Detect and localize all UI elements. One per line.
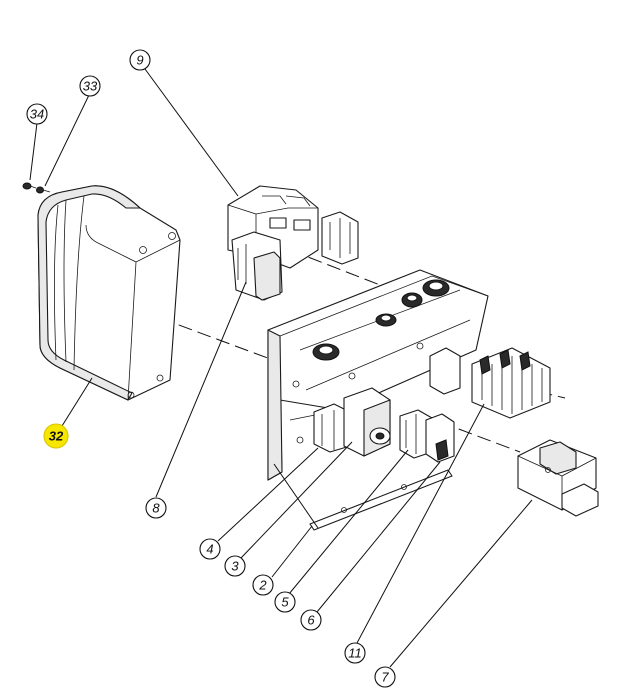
callout-33[interactable]: 33 xyxy=(79,75,101,97)
bracket-strip-part[interactable] xyxy=(309,469,453,531)
enclosure-cover-part[interactable] xyxy=(37,185,181,401)
callout-8[interactable]: 8 xyxy=(145,497,167,519)
power-transformer-part[interactable] xyxy=(517,439,599,517)
callout-label: 2 xyxy=(258,578,267,593)
callout-11[interactable]: 11 xyxy=(344,642,366,664)
callout-3[interactable]: 3 xyxy=(224,555,246,577)
callout-9[interactable]: 9 xyxy=(129,49,151,71)
callout-label: 34 xyxy=(30,107,44,122)
callout-label: 5 xyxy=(281,595,289,610)
callout-label: 33 xyxy=(83,79,98,94)
callout-4[interactable]: 4 xyxy=(199,538,221,560)
callout-label: 11 xyxy=(348,646,362,661)
callout-label: 8 xyxy=(152,501,160,516)
fuse-holder-part[interactable] xyxy=(425,413,455,463)
callout-5[interactable]: 5 xyxy=(274,591,296,613)
callout-label: 32 xyxy=(49,429,64,444)
transformer-module-part[interactable] xyxy=(343,387,391,457)
callout-2[interactable]: 2 xyxy=(252,574,274,596)
terminal-strip-part[interactable] xyxy=(429,347,551,419)
callout-label: 3 xyxy=(231,559,239,574)
callout-7[interactable]: 7 xyxy=(374,666,396,688)
callout-6[interactable]: 6 xyxy=(300,609,322,631)
callout-label: 4 xyxy=(206,542,213,557)
leader-lines xyxy=(29,68,533,668)
callout-label: 6 xyxy=(307,613,315,628)
screw-parts[interactable] xyxy=(22,182,51,194)
callout-label: 7 xyxy=(381,670,389,685)
chassis-plate-part[interactable] xyxy=(267,269,489,481)
callout-32[interactable]: 32 xyxy=(43,423,69,449)
contactor-block-part[interactable] xyxy=(227,185,359,269)
callout-label: 9 xyxy=(136,53,143,68)
callout-34[interactable]: 34 xyxy=(26,103,48,125)
relay-part[interactable] xyxy=(231,231,283,301)
